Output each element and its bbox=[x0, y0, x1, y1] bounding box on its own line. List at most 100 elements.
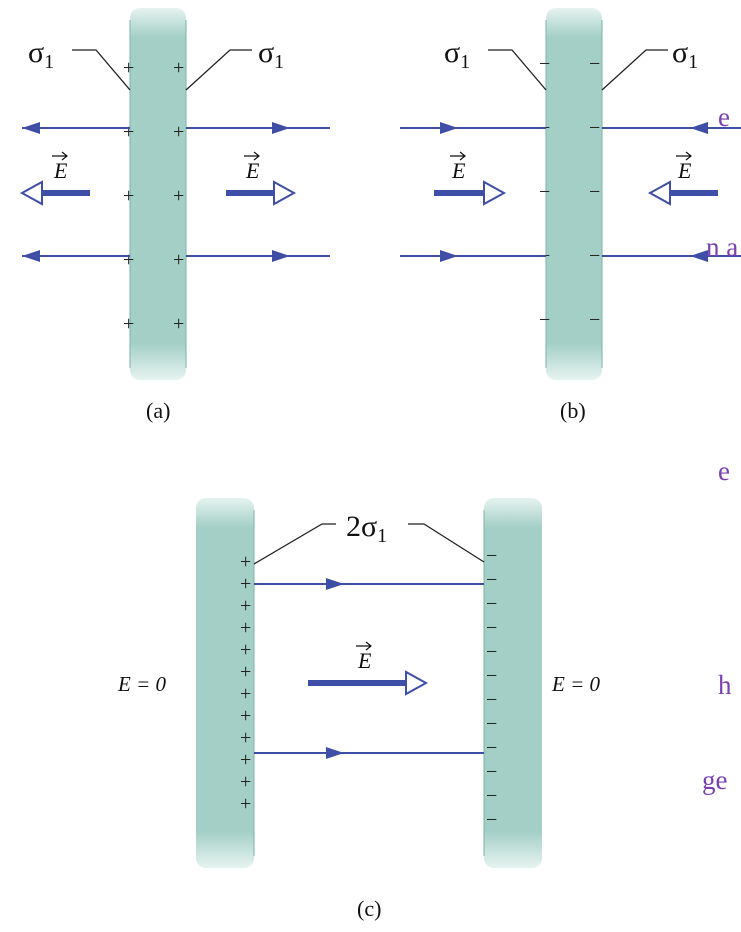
charge: − bbox=[486, 761, 497, 783]
leader-line bbox=[253, 523, 336, 565]
plate-c-left bbox=[196, 498, 254, 868]
sigma-label-right: σ1 bbox=[672, 36, 698, 73]
panel-label-a: (a) bbox=[146, 398, 170, 423]
charge: − bbox=[589, 117, 600, 139]
vector-arrow-icon bbox=[450, 151, 466, 161]
charge: − bbox=[539, 53, 550, 75]
vector-arrow-icon bbox=[676, 151, 692, 161]
charge: + bbox=[240, 639, 251, 661]
outside-field-right: E = 0 bbox=[551, 672, 600, 696]
sigma-label-left: σ1 bbox=[28, 36, 54, 73]
charge: − bbox=[539, 181, 550, 203]
vector-arrow-icon bbox=[356, 641, 372, 651]
charge: + bbox=[173, 121, 184, 143]
open-arrowhead-icon bbox=[273, 180, 297, 206]
charge: + bbox=[240, 771, 251, 793]
charge: + bbox=[173, 57, 184, 79]
open-arrowhead-icon bbox=[483, 180, 507, 206]
plate-b bbox=[546, 8, 602, 380]
panel-a: + + + + + + + + + + σ1 σ1 bbox=[19, 8, 330, 423]
leader-line bbox=[72, 49, 131, 91]
charge: − bbox=[486, 593, 497, 615]
charge: − bbox=[486, 665, 497, 687]
field-line-arrowhead bbox=[326, 747, 344, 759]
charge: − bbox=[486, 737, 497, 759]
charge: + bbox=[240, 793, 251, 815]
plate-a-charges: + + + + + + + + + + bbox=[123, 57, 184, 335]
charge: − bbox=[486, 689, 497, 711]
vector-arrow-icon bbox=[244, 151, 260, 161]
field-line-arrowhead bbox=[22, 250, 40, 262]
charge: + bbox=[123, 57, 134, 79]
plate-c-right bbox=[484, 498, 542, 868]
charge: + bbox=[240, 551, 251, 573]
field-arrow-left bbox=[434, 190, 484, 196]
bg-text-5: ge bbox=[702, 765, 728, 795]
charge: + bbox=[123, 121, 134, 143]
charge: − bbox=[539, 309, 550, 331]
leader-line bbox=[408, 523, 485, 563]
panel-label-c: (c) bbox=[357, 896, 381, 921]
charge: − bbox=[589, 309, 600, 331]
field-arrow-left bbox=[40, 190, 90, 196]
leader-line bbox=[601, 49, 668, 91]
panel-label-b: (b) bbox=[560, 398, 586, 423]
charge: + bbox=[240, 749, 251, 771]
surface-density-label: 2σ1 bbox=[346, 510, 387, 547]
charge: − bbox=[486, 545, 497, 567]
charge: − bbox=[486, 809, 497, 831]
charge: + bbox=[173, 185, 184, 207]
bg-text-1: e bbox=[718, 102, 730, 132]
field-label-right: E bbox=[245, 158, 260, 183]
field-label-left: E bbox=[451, 158, 466, 183]
charge: + bbox=[240, 683, 251, 705]
charge: + bbox=[240, 573, 251, 595]
open-arrowhead-icon bbox=[405, 670, 429, 696]
charge: − bbox=[486, 569, 497, 591]
field-line-arrowhead bbox=[326, 578, 344, 590]
charge: − bbox=[486, 617, 497, 639]
field-line-arrowhead bbox=[690, 122, 708, 134]
charge: + bbox=[173, 313, 184, 335]
open-arrowhead-icon bbox=[647, 180, 671, 206]
panel-c: + + + + + + + + + + + + − − − − − − − bbox=[117, 498, 600, 921]
sigma-label-left: σ1 bbox=[444, 36, 470, 73]
field-line-arrowhead bbox=[440, 250, 458, 262]
bg-text-4: h bbox=[718, 670, 732, 700]
field-label-right: E bbox=[677, 158, 692, 183]
outside-field-left: E = 0 bbox=[117, 672, 166, 696]
sigma-label-right: σ1 bbox=[258, 36, 284, 73]
charge: + bbox=[240, 727, 251, 749]
plate-a bbox=[130, 8, 186, 380]
charge: + bbox=[123, 313, 134, 335]
field-line-arrowhead bbox=[22, 122, 40, 134]
field-line-arrowhead bbox=[272, 250, 290, 262]
panel-b: − − − − − − − − − − σ1 σ1 E bbox=[400, 8, 741, 423]
charge: − bbox=[486, 641, 497, 663]
charge: − bbox=[589, 181, 600, 203]
field-arrow-right bbox=[668, 190, 718, 196]
vector-arrow-icon bbox=[52, 151, 68, 161]
open-arrowhead-icon bbox=[19, 180, 43, 206]
charge: + bbox=[240, 595, 251, 617]
charge: − bbox=[486, 785, 497, 807]
charge: + bbox=[173, 249, 184, 271]
plate-c-left-charges: + + + + + + + + + + + + bbox=[240, 551, 251, 815]
charge: + bbox=[123, 249, 134, 271]
field-arrow-right bbox=[226, 190, 276, 196]
field-line-arrowhead bbox=[440, 122, 458, 134]
charge: − bbox=[589, 53, 600, 75]
charge: − bbox=[589, 245, 600, 267]
field-arrow-center bbox=[308, 680, 406, 686]
bg-text-2: n a bbox=[706, 232, 739, 262]
charge: − bbox=[486, 713, 497, 735]
charge: + bbox=[240, 617, 251, 639]
charge: + bbox=[240, 661, 251, 683]
charge: + bbox=[123, 185, 134, 207]
field-label-center: E bbox=[357, 648, 372, 673]
field-line-arrowhead bbox=[690, 250, 708, 262]
leader-line bbox=[488, 49, 547, 91]
leader-line bbox=[185, 49, 252, 91]
